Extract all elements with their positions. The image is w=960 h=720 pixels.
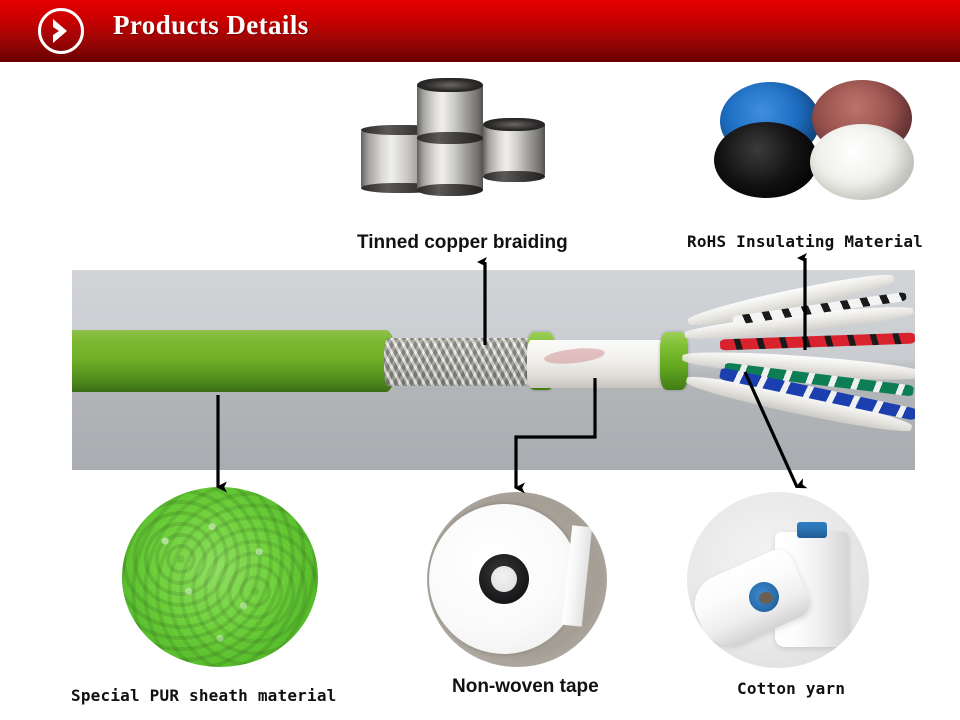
page-title: Products Details bbox=[113, 10, 309, 40]
chevron-right-circle-icon bbox=[38, 8, 84, 54]
yarn-cone-lying-core-hole bbox=[759, 592, 773, 604]
wire-spool-center bbox=[417, 132, 483, 196]
pellet-pile-natural bbox=[810, 124, 914, 200]
cable-cross-section-photo bbox=[72, 270, 915, 470]
tinned-copper-braid-shield bbox=[384, 338, 534, 386]
non-woven-tape-roll-photo bbox=[427, 492, 607, 667]
yarn-cone-upright-core bbox=[797, 522, 827, 538]
label-non-woven-tape: Non-woven tape bbox=[452, 676, 599, 697]
tape-roll-core-hole bbox=[491, 566, 517, 592]
tinned-copper-wire-spools-photo bbox=[355, 78, 565, 198]
label-rohs-insulating-material: RoHS Insulating Material bbox=[687, 232, 923, 251]
header-bar: Products Details bbox=[0, 0, 960, 62]
pur-jacket bbox=[72, 330, 396, 392]
label-tinned-copper-braiding: Tinned copper braiding bbox=[357, 232, 568, 253]
label-cotton-yarn: Cotton yarn bbox=[737, 679, 846, 698]
non-woven-tape-wrap bbox=[527, 340, 672, 388]
green-pellet-texture bbox=[122, 487, 318, 667]
cotton-yarn-cones-photo bbox=[687, 492, 869, 668]
rohs-insulating-pellets-photo bbox=[712, 80, 927, 200]
label-special-pur-sheath-material: Special PUR sheath material bbox=[71, 686, 337, 705]
wire-spool-right bbox=[483, 118, 545, 182]
pellet-pile-black bbox=[714, 122, 818, 198]
green-pur-pellets-photo bbox=[122, 487, 318, 667]
